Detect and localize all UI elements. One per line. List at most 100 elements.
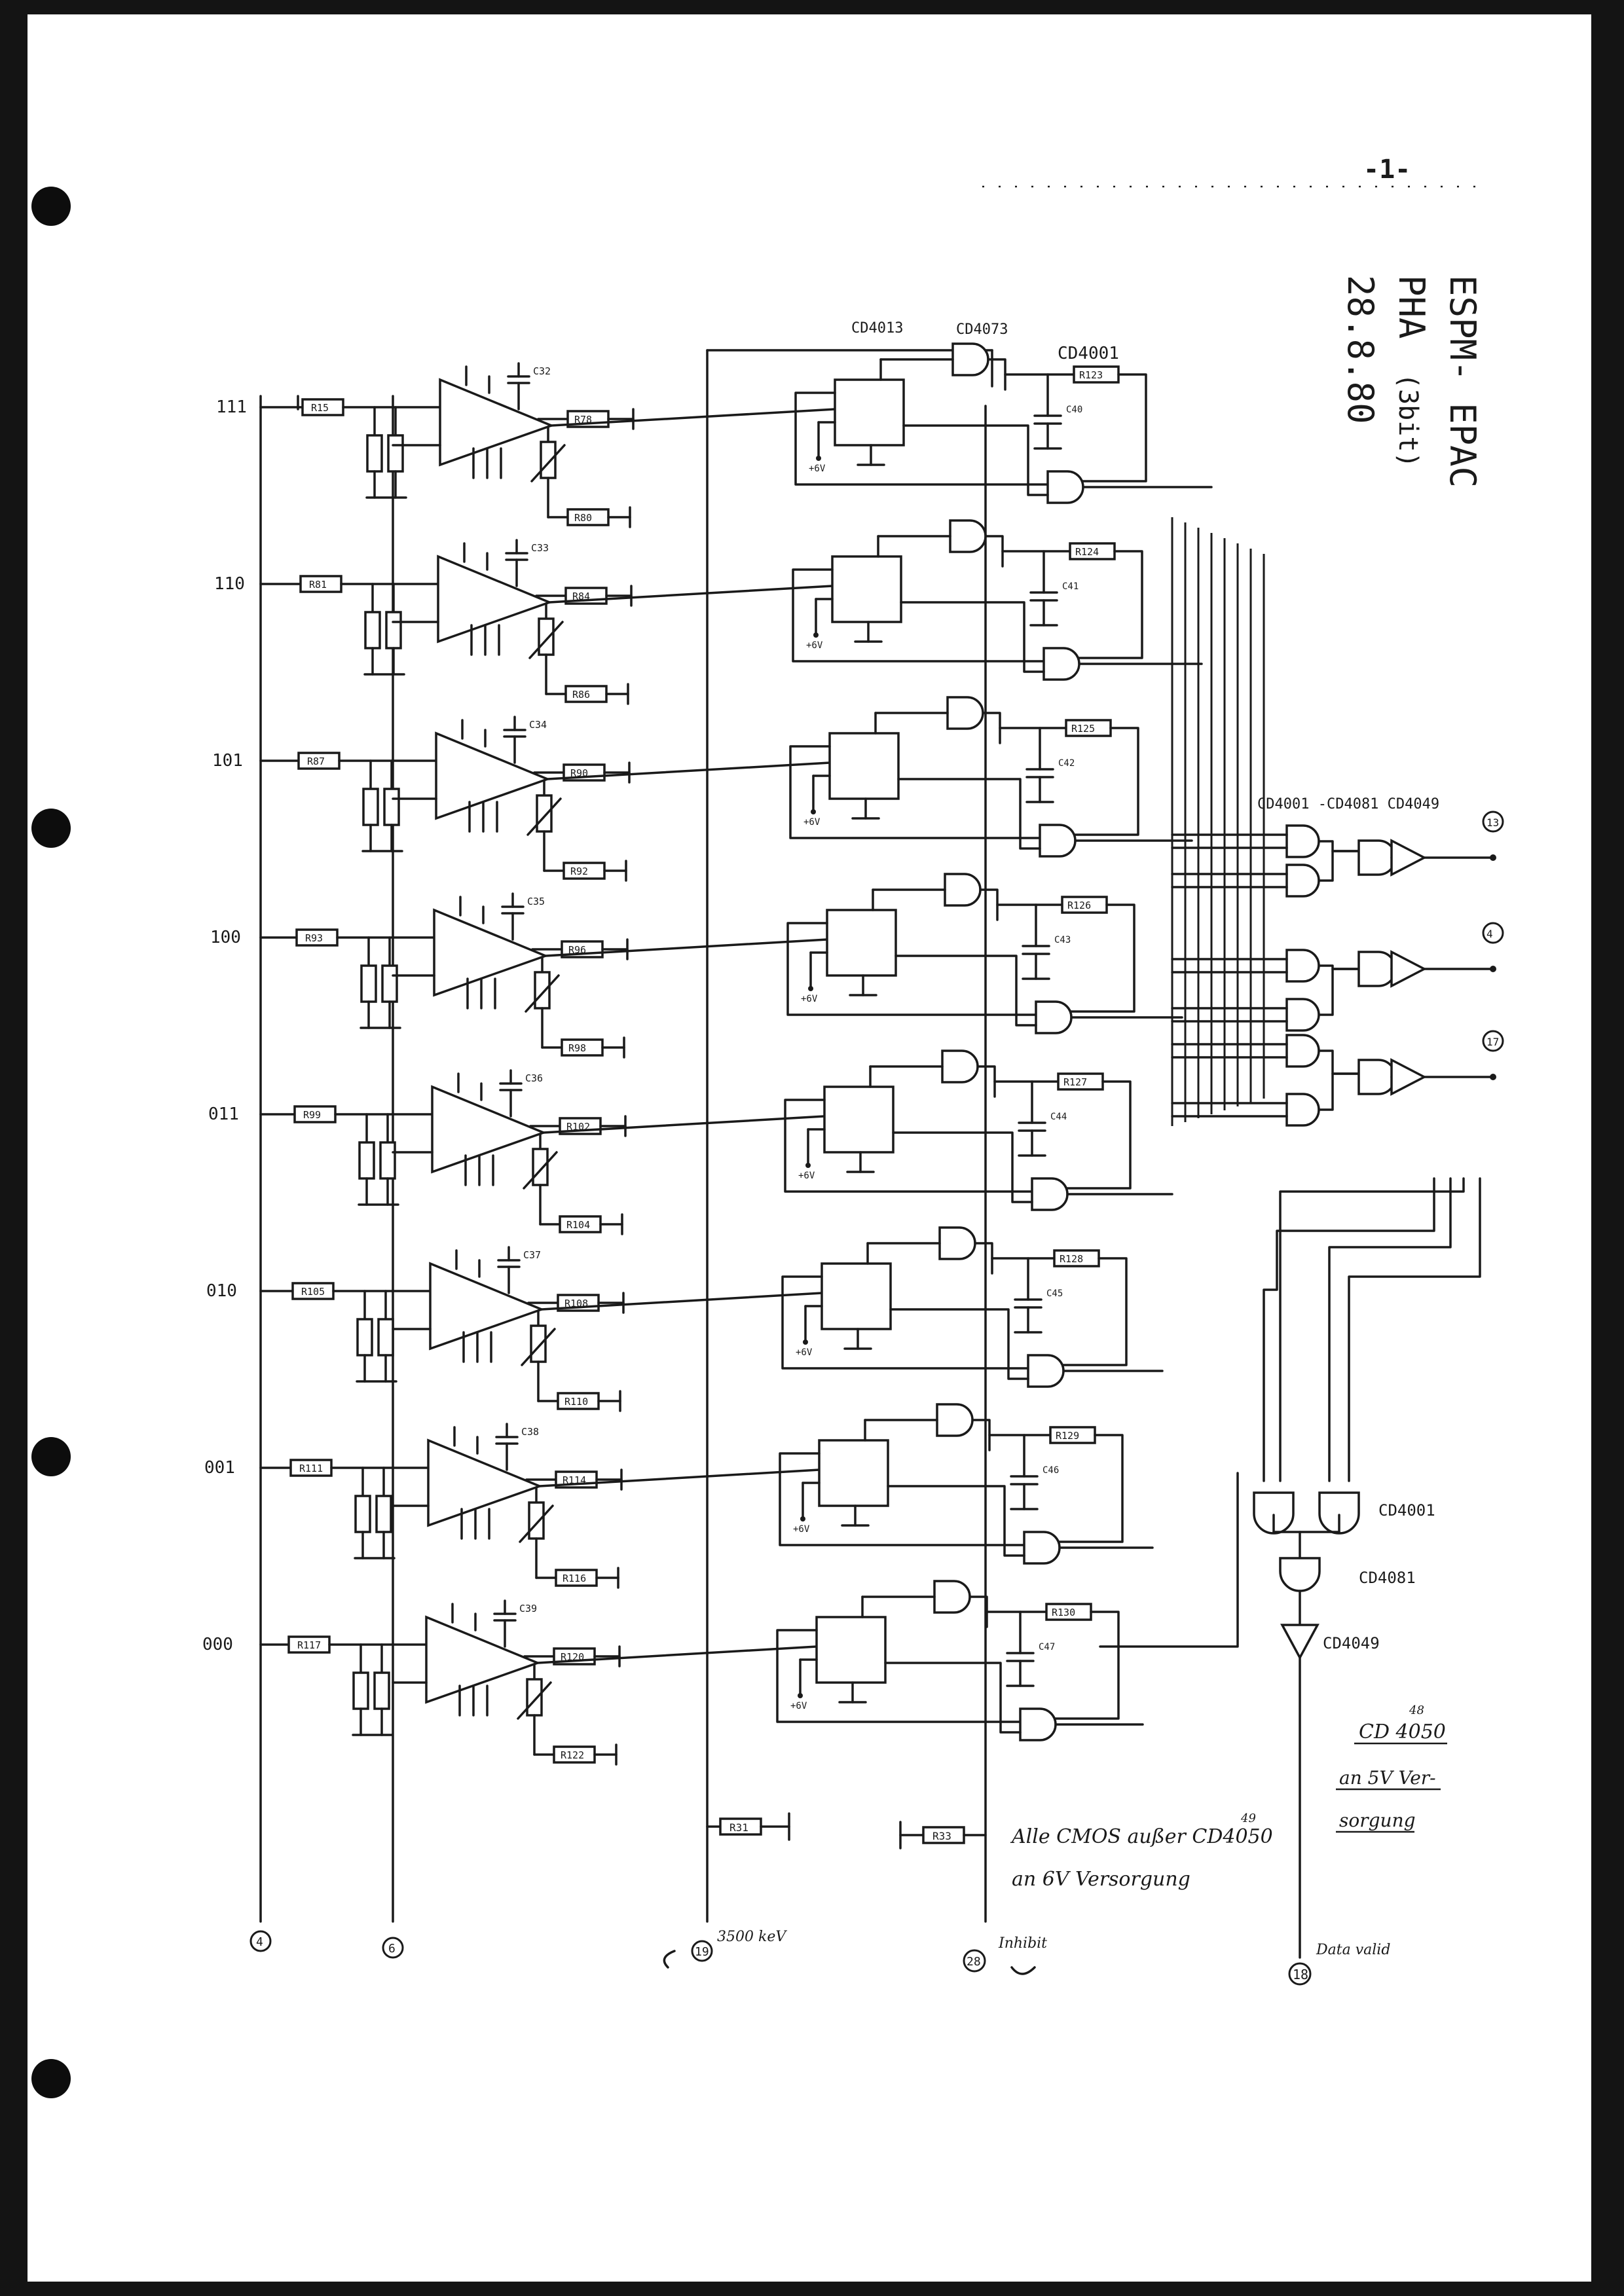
and-gate: [933, 1580, 971, 1614]
cap-label: C33: [531, 542, 549, 554]
channel-code: 110: [214, 574, 245, 594]
cap-label: C32: [533, 365, 551, 377]
r31-label: R31: [729, 1821, 748, 1834]
divider-resistor: [381, 964, 398, 1003]
bottom-pins: 4 6 19 28 3500 keV Inhibit R31 R33: [249, 1812, 1047, 1975]
trim-resistor: [528, 1501, 545, 1540]
divider-resistor: [356, 1318, 373, 1357]
input-resistor-label: R81: [309, 579, 327, 591]
data-valid-logic: 18 Data valid CD4001 CD4081 CD4049: [1099, 1177, 1481, 1986]
output-gate: [1031, 1177, 1069, 1211]
divider-resistor: [387, 434, 404, 473]
and-gate: [946, 696, 984, 730]
channel-code: 000: [202, 1635, 233, 1654]
input-resistor-label: R87: [307, 756, 325, 767]
title-date: 28.8.80: [1340, 275, 1381, 424]
channel-code: 111: [216, 397, 247, 417]
supply-label: +6V: [798, 1171, 815, 1181]
pin-a-number: 4: [256, 1935, 263, 1949]
timing-cap-label: C43: [1054, 935, 1071, 945]
input-resistor-label: R15: [311, 402, 329, 414]
encoder-nor-gate: [1285, 1034, 1320, 1068]
timing-cap-label: C47: [1039, 1642, 1055, 1652]
comparator: [427, 1438, 543, 1527]
flipflop: [834, 378, 905, 446]
ic-label-flipflop: CD4013: [851, 320, 903, 337]
flipflop: [831, 555, 902, 623]
divider-resistor: [360, 964, 377, 1003]
flipflop: [823, 1085, 895, 1154]
trim-resistor: [526, 1678, 543, 1717]
channel-code: 100: [210, 928, 241, 947]
trim-resistor: [534, 971, 551, 1010]
reset-resistor: [1057, 1072, 1104, 1091]
cap-label: C39: [519, 1603, 537, 1614]
cmos-note-line2: an 6V Versorgung: [1012, 1868, 1190, 1891]
pin-c-number: 19: [695, 1945, 709, 1959]
supply-label: +6V: [796, 1347, 813, 1358]
cd-note-line1: CD 4050: [1359, 1721, 1446, 1743]
title-line2: PHA: [1391, 275, 1432, 339]
pin-b-number: 6: [388, 1942, 396, 1956]
channel-code: 101: [212, 751, 243, 771]
comparator: [429, 1262, 545, 1351]
title-line2-note: (3bit): [1393, 373, 1423, 468]
title-block: ESPM- EPAC PHA (3bit) 28.8.80: [1340, 275, 1483, 488]
timing-cap-label: C41: [1062, 581, 1079, 592]
input-resistor: [289, 1459, 333, 1477]
divider-resistor: [373, 1671, 390, 1710]
divider-resistor: [379, 1141, 396, 1180]
output-pin-number: 4: [1486, 928, 1493, 940]
and-gate: [951, 342, 989, 376]
encoder-inverter: [1390, 1058, 1427, 1096]
ic-label-nor-row: CD4001: [1058, 344, 1119, 363]
encoder-inverter: [1390, 950, 1427, 988]
reset-resistor-label: R129: [1056, 1430, 1079, 1442]
output-pin: [1482, 1030, 1504, 1052]
timing-cap-label: C40: [1066, 405, 1082, 415]
ic-label-encoder-row: CD4001 -CD4081 CD4049: [1257, 796, 1439, 812]
comparator: [431, 1085, 547, 1174]
pin-data-valid-number: 18: [1293, 1967, 1308, 1982]
channel-code: 011: [208, 1104, 239, 1124]
inverter-label: CD4049: [1323, 1634, 1380, 1652]
comparator: [439, 378, 555, 467]
bottom-resistor-label: R98: [568, 1042, 586, 1054]
and-gate: [949, 519, 987, 553]
title-line1: ESPM- EPAC: [1442, 275, 1483, 488]
divider-resistor: [358, 1141, 375, 1180]
reset-resistor-label: R126: [1067, 900, 1091, 911]
bottom-resistor-label: R122: [561, 1749, 584, 1761]
output-gate: [1019, 1707, 1057, 1741]
output-gate: [1035, 1000, 1073, 1034]
input-resistor-label: R111: [299, 1463, 323, 1474]
divider-resistor: [385, 611, 402, 649]
encoder-nor-gate: [1285, 824, 1320, 858]
flipflop: [828, 732, 900, 800]
encoder-nor-gate: [1285, 1093, 1320, 1127]
cmos-note-superscript: 49: [1240, 1812, 1256, 1825]
data-valid-label: Data valid: [1316, 1942, 1390, 1958]
flipflop: [821, 1262, 892, 1330]
supply-label: +6V: [801, 994, 818, 1004]
output-pin-number: 13: [1486, 816, 1499, 829]
trim-resistor: [536, 794, 553, 833]
reset-resistor-label: R130: [1052, 1607, 1075, 1618]
supply-label: +6V: [803, 817, 821, 828]
reset-resistor: [1049, 1426, 1096, 1444]
supply-label: +6V: [809, 464, 826, 474]
timing-cap-label: C46: [1043, 1465, 1059, 1476]
cd-note-line3: sorgung: [1339, 1810, 1416, 1831]
trim-resistor: [540, 441, 557, 479]
and-gate-label: CD4081: [1359, 1569, 1416, 1587]
trim-resistor: [538, 617, 555, 656]
encoder-inverter: [1390, 839, 1427, 877]
bottom-resistor-label: R80: [574, 512, 592, 524]
divider-resistor: [352, 1671, 369, 1710]
